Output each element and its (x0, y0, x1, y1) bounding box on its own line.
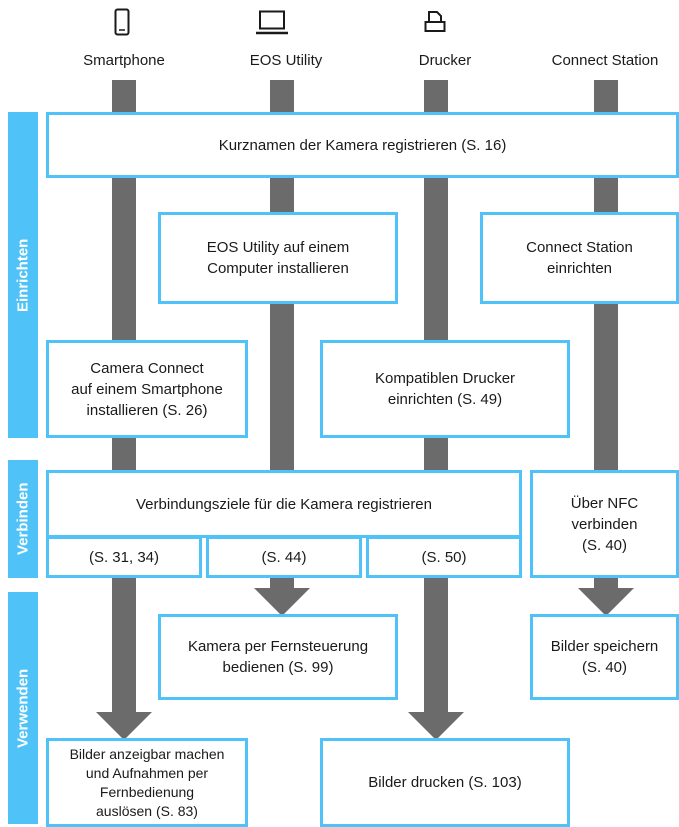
printer-icon (424, 10, 446, 34)
box-ref-smartphone: (S. 31, 34) (46, 536, 202, 578)
box-save-images-line-1: Bilder speichern (550, 638, 659, 655)
section-verbinden: Verbinden (8, 460, 38, 578)
box-view-images-line-3: Fernbedienung (99, 783, 195, 800)
box-view-images-line-1: Bilder anzeigbar machen (69, 745, 225, 762)
box-setup-printer-line-2: einrichten (S. 49) (387, 391, 503, 408)
box-install-camera-connect-line-3: installieren (S. 26) (86, 401, 208, 419)
box-connect-nfc: Über NFC verbinden (S. 40) (530, 470, 679, 578)
box-setup-printer: Kompatiblen Drucker einrichten (S. 49) (320, 340, 570, 438)
box-remote-control-camera-line-2: bedienen (S. 99) (222, 659, 334, 676)
arrow-head-eos-utility (254, 588, 310, 616)
box-ref-printer-text: (S. 50) (421, 548, 467, 566)
box-register-connection-targets: Verbindungsziele für die Kamera registri… (46, 470, 522, 538)
column-label-connect-station: Connect Station (551, 52, 659, 69)
section-label-einrichten: Einrichten (14, 238, 32, 312)
laptop-icon (255, 10, 289, 36)
box-connect-nfc-line-1: Über NFC (570, 494, 639, 512)
box-ref-eos-utility: (S. 44) (206, 536, 362, 578)
box-ref-eos-utility-text: (S. 44) (261, 548, 307, 566)
box-view-images-line-2: und Aufnahmen per (85, 764, 209, 781)
box-save-images-line-2: (S. 40) (581, 659, 627, 676)
box-install-camera-connect: Camera Connect auf einem Smartphone inst… (46, 340, 248, 438)
box-setup-connect-station-line-2: einrichten (546, 260, 613, 277)
box-setup-printer-line-1: Kompatiblen Drucker (374, 370, 516, 387)
box-print-images-text: Bilder drucken (S. 103) (368, 774, 522, 791)
box-save-images: Bilder speichern (S. 40) (530, 614, 679, 700)
box-ref-smartphone-text: (S. 31, 34) (88, 548, 160, 566)
box-register-short-name-text: Kurznamen der Kamera registrieren (S. 16… (218, 136, 507, 154)
section-einrichten: Einrichten (8, 112, 38, 438)
box-register-short-name: Kurznamen der Kamera registrieren (S. 16… (46, 112, 679, 178)
box-connect-nfc-line-2: verbinden (571, 515, 638, 533)
section-label-verwenden: Verwenden (14, 668, 32, 748)
box-remote-control-camera: Kamera per Fernsteuerung bedienen (S. 99… (158, 614, 398, 700)
box-install-eos-utility-line-2: Computer installieren (207, 260, 349, 277)
box-view-images-remote-shoot: Bilder anzeigbar machen und Aufnahmen pe… (46, 738, 248, 827)
box-install-eos-utility: EOS Utility auf einem Computer installie… (158, 212, 398, 304)
column-label-eos-utility: EOS Utility (249, 52, 323, 69)
column-label-drucker: Drucker (418, 52, 472, 69)
box-install-camera-connect-line-1: Camera Connect (90, 359, 204, 377)
section-verwenden: Verwenden (8, 592, 38, 824)
box-setup-connect-station: Connect Station einrichten (480, 212, 679, 304)
box-ref-printer: (S. 50) (366, 536, 522, 578)
section-label-verbinden: Verbinden (14, 482, 32, 556)
box-install-eos-utility-line-1: EOS Utility auf einem (206, 239, 350, 256)
box-view-images-line-4: auslösen (S. 83) (96, 802, 198, 819)
arrow-head-connect-station (578, 588, 634, 616)
box-print-images: Bilder drucken (S. 103) (320, 738, 570, 827)
box-register-connection-targets-text: Verbindungsziele für die Kamera registri… (136, 495, 432, 513)
arrow-head-drucker (408, 712, 464, 740)
box-connect-nfc-line-3: (S. 40) (581, 536, 627, 554)
box-remote-control-camera-line-1: Kamera per Fernsteuerung (187, 638, 369, 655)
box-install-camera-connect-line-2: auf einem Smartphone (71, 380, 223, 398)
box-setup-connect-station-line-1: Connect Station (526, 239, 633, 256)
column-label-smartphone: Smartphone (83, 52, 165, 69)
arrow-head-smartphone (96, 712, 152, 740)
smartphone-icon (114, 8, 130, 36)
